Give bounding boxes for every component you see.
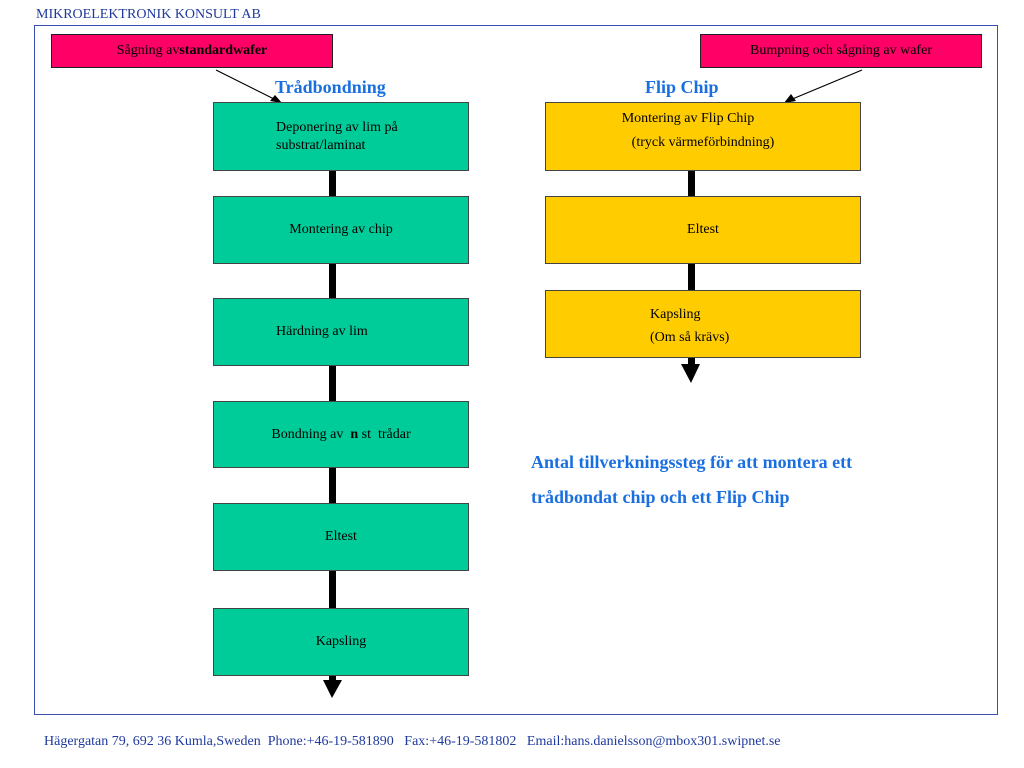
left-connector-1 (329, 171, 336, 196)
contact-footer: Hägergatan 79, 692 36 Kumla,Sweden Phone… (44, 734, 781, 749)
left-end-arrowhead (323, 680, 342, 698)
left-column-title: Trådbondning (275, 77, 386, 97)
step-encapsulation-right: Kapsling (Om så krävs) (545, 290, 861, 358)
left-source-arrowhead (270, 95, 282, 103)
right-source-arrowhead (784, 94, 796, 103)
left-connector-2 (329, 264, 336, 298)
right-column-title: Flip Chip (645, 77, 719, 97)
step-mount-chip: Montering av chip (213, 196, 469, 264)
right-connector-1 (688, 171, 695, 196)
step-bond-wires: Bondning av n st trådar (213, 401, 469, 468)
right-connector-2 (688, 264, 695, 290)
left-connector-3 (329, 366, 336, 401)
slide-frame (34, 25, 998, 715)
right-end-arrowhead (681, 364, 700, 383)
right-source-arrow-line (789, 69, 863, 101)
left-source-label: Sågning av standardwafer (51, 34, 333, 68)
summary-note-line-1: Antal tillverkningssteg för att montera … (531, 452, 853, 472)
summary-note-line-2: trådbondat chip och ett Flip Chip (531, 487, 790, 507)
left-connector-5 (329, 571, 336, 608)
left-connector-4 (329, 468, 336, 503)
right-source-label: Bumpning och sågning av wafer (700, 34, 982, 68)
company-header: MIKROELEKTRONIK KONSULT AB (36, 7, 261, 22)
step-cure-adhesive: Härdning av lim (213, 298, 469, 366)
step-electrical-test-right: Eltest (545, 196, 861, 264)
right-connector-end (688, 358, 695, 366)
step-mount-flip-chip: Montering av Flip Chip (tryck värmeförbi… (545, 102, 861, 171)
left-source-arrow-line (215, 69, 277, 101)
step-encapsulation-left: Kapsling (213, 608, 469, 676)
step-deposit-adhesive: Deponering av lim på substrat/laminat (213, 102, 469, 171)
step-electrical-test-left: Eltest (213, 503, 469, 571)
